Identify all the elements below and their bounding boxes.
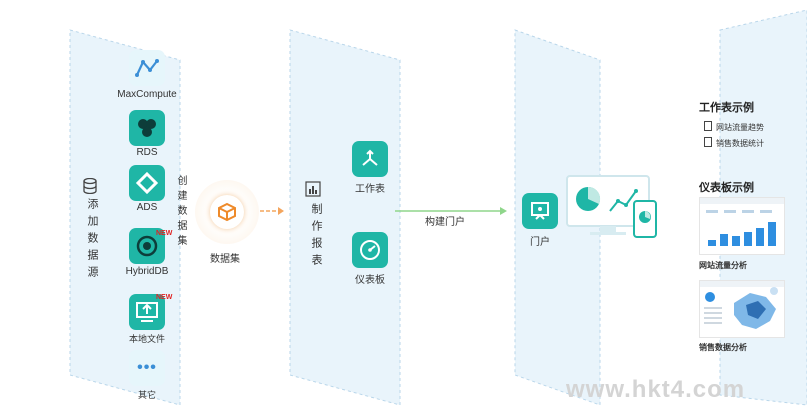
make-report-label: 制作报表 (310, 203, 322, 271)
worksheet-label: 工作表 (355, 184, 385, 195)
traffic-dashboard-thumbnail[interactable] (699, 197, 785, 255)
dashboard-example-title: 仪表板示例 (699, 182, 754, 194)
sales-dashboard-thumbnail[interactable] (699, 280, 785, 338)
portal-icon[interactable] (522, 193, 558, 229)
document-icon (704, 137, 712, 147)
source-label-local-file: 本地文件 (128, 334, 165, 344)
dataset-node[interactable] (195, 180, 259, 244)
database-icon (83, 177, 97, 199)
maxcompute-icon[interactable] (129, 50, 165, 86)
worksheet-example-item[interactable]: 销售数据统计 (704, 137, 764, 149)
cube-icon (210, 195, 244, 229)
watermark: www.hkt4.com (566, 376, 746, 403)
source-label-hybriddb: HybridDB (125, 266, 169, 277)
source-label-rds: RDS (136, 147, 158, 158)
dashboard-icon[interactable] (352, 232, 388, 268)
report-chart-icon (305, 181, 321, 202)
hybriddb-new-badge: NEW (156, 230, 173, 237)
monitor-illustration (566, 175, 657, 238)
source-label-ads: ADS (136, 202, 158, 213)
ads-icon[interactable] (129, 165, 165, 201)
local-file-new-badge: NEW (156, 294, 173, 301)
sales-dashboard-caption: 销售数据分析 (699, 343, 747, 352)
dataset-arrowhead (278, 207, 284, 215)
portal-label: 门户 (530, 237, 550, 248)
create-dataset-label: 创建数据集 (175, 175, 186, 250)
source-label-other: 其它 (137, 390, 156, 400)
local-file-icon[interactable] (129, 294, 165, 330)
source-label-maxcompute: MaxCompute (117, 89, 177, 100)
portal-arrowhead (500, 207, 507, 215)
build-portal-label: 构建门户 (425, 217, 465, 228)
more-icon[interactable]: ••• (129, 350, 165, 386)
add-datasource-label: 添加数据源 (86, 198, 98, 283)
report-panel (289, 29, 401, 406)
rds-icon[interactable] (129, 110, 165, 146)
hybriddb-icon[interactable] (129, 228, 165, 264)
dataset-label: 数据集 (210, 254, 240, 265)
traffic-dashboard-caption: 网站流量分析 (699, 261, 747, 270)
worksheet-example-item[interactable]: 网站流量趋势 (704, 121, 764, 133)
worksheet-example-title: 工作表示例 (699, 102, 754, 114)
dashboard-label: 仪表板 (355, 275, 385, 286)
worksheet-icon[interactable] (352, 141, 388, 177)
document-icon (704, 121, 712, 131)
